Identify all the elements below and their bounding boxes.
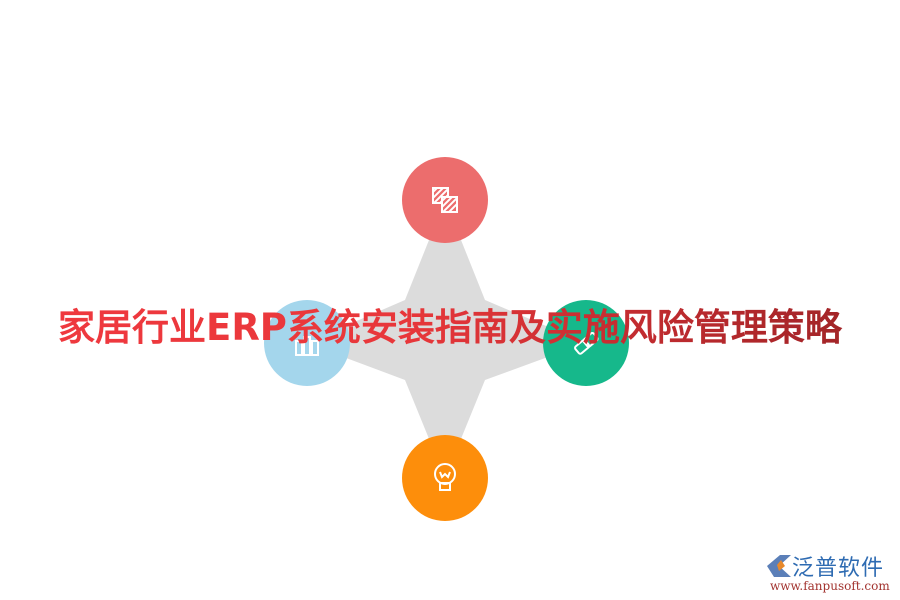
node-bottom (402, 435, 488, 521)
page-title: 家居行业ERP系统安装指南及实施风险管理策略 (0, 300, 900, 356)
bar-chart-icon (295, 336, 319, 356)
link-icon (574, 332, 599, 355)
node-top (402, 157, 488, 243)
brand-url: www.fanpusoft.com (770, 579, 890, 593)
striped-squares-icon (432, 187, 458, 213)
brand-name: 泛普软件 (792, 556, 885, 581)
lightbulb-icon (434, 463, 456, 491)
node-right (543, 300, 629, 386)
brand-logo: 泛普软件 www.fanpusoft.com (764, 550, 896, 598)
logo-mark-icon (767, 555, 791, 577)
node-left (264, 300, 350, 386)
